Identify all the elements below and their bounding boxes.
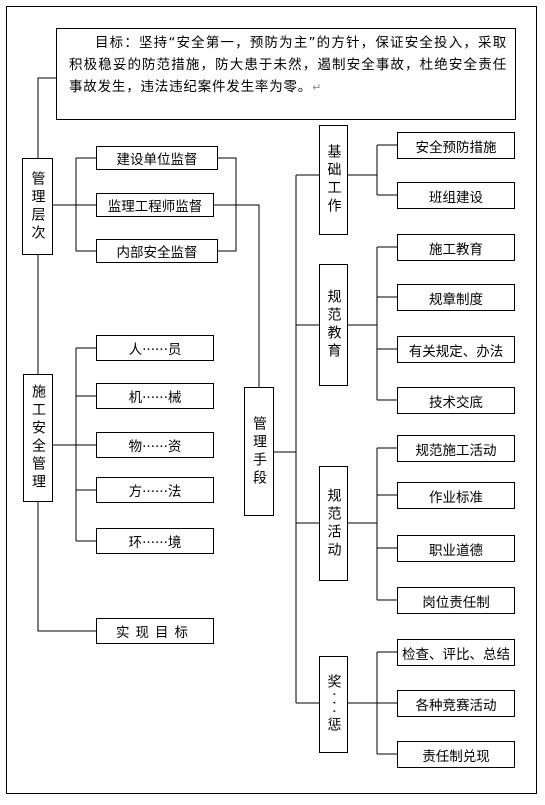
- measure-box: 安全预防措施: [397, 132, 515, 159]
- measure-label: 岗位责任制: [422, 594, 490, 611]
- levels-title: 管理层次: [29, 170, 46, 243]
- group-title-box: 规范活动: [319, 466, 348, 581]
- construction-title-box: 施工安全管理: [23, 374, 53, 502]
- supervision-box: 建设单位监督: [96, 146, 218, 170]
- group-title: 规范教育: [325, 289, 342, 361]
- measure-box: 各种竞赛活动: [397, 690, 515, 717]
- factor-label: 方······法: [128, 484, 182, 500]
- measure-box: 技术交底: [397, 387, 515, 414]
- measure-box: 规章制度: [397, 284, 515, 311]
- measure-box: 规范施工活动: [397, 435, 515, 462]
- measure-box: 检查、评比、总结: [397, 639, 515, 666]
- return-mark-icon: ↵: [312, 81, 323, 94]
- measure-label: 检查、评比、总结: [402, 646, 510, 663]
- factor-box: 方······法: [96, 477, 214, 503]
- measure-label: 规范施工活动: [415, 442, 497, 459]
- goal-statement: 目标：坚持“安全第一，预防为主”的方针，保证安全投入，采取积极稳妥的防范措施，防…: [56, 28, 516, 120]
- factor-box: 物······资: [96, 432, 214, 458]
- levels-title-box: 管理层次: [22, 158, 53, 255]
- factor-box: 环······境: [96, 528, 214, 554]
- measure-box: 责任制兑现: [397, 741, 515, 768]
- factor-box: 机······械: [96, 383, 214, 409]
- measure-box: 施工教育: [397, 234, 515, 261]
- target-label: 实现目标: [116, 625, 194, 641]
- factor-label: 环······境: [128, 535, 182, 551]
- supervision-label: 内部安全监督: [116, 245, 198, 261]
- measure-box: 有关规定、办法: [397, 336, 515, 363]
- measure-box: 岗位责任制: [397, 587, 515, 614]
- measure-box: 班组建设: [397, 182, 515, 209]
- means-title-box: 管理手段: [244, 387, 274, 516]
- measure-label: 安全预防措施: [415, 139, 497, 156]
- measure-label: 各种竞赛活动: [415, 697, 497, 714]
- factor-label: 机······械: [128, 390, 182, 406]
- factor-label: 人······员: [128, 342, 182, 358]
- measure-label: 施工教育: [429, 241, 483, 258]
- page-frame: [6, 6, 537, 794]
- means-title: 管理手段: [251, 415, 267, 488]
- group-title: 规范活动: [325, 487, 342, 560]
- factor-box: 人······员: [96, 335, 214, 361]
- measure-label: 作业标准: [429, 489, 483, 506]
- measure-box: 职业道德: [397, 535, 515, 562]
- measure-label: 责任制兑现: [422, 748, 490, 765]
- group-title-box: 奖···惩: [319, 656, 348, 753]
- group-title: 奖···惩: [325, 673, 342, 736]
- group-title: 基础工作: [325, 144, 342, 216]
- supervision-label: 监理工程师监督: [107, 199, 203, 215]
- factor-label: 物······资: [128, 439, 182, 455]
- measure-label: 班组建设: [429, 189, 483, 206]
- supervision-label: 建设单位监督: [116, 152, 198, 168]
- supervision-box: 监理工程师监督: [96, 193, 214, 217]
- measure-box: 作业标准: [397, 482, 515, 509]
- target-box: 实现目标: [96, 618, 214, 644]
- group-title-box: 规范教育: [319, 264, 348, 386]
- measure-label: 职业道德: [429, 542, 483, 559]
- measure-label: 技术交底: [429, 394, 483, 411]
- measure-label: 有关规定、办法: [408, 343, 504, 360]
- group-title-box: 基础工作: [319, 125, 348, 235]
- measure-label: 规章制度: [429, 291, 483, 308]
- supervision-box: 内部安全监督: [96, 239, 218, 263]
- construction-title: 施工安全管理: [30, 384, 46, 492]
